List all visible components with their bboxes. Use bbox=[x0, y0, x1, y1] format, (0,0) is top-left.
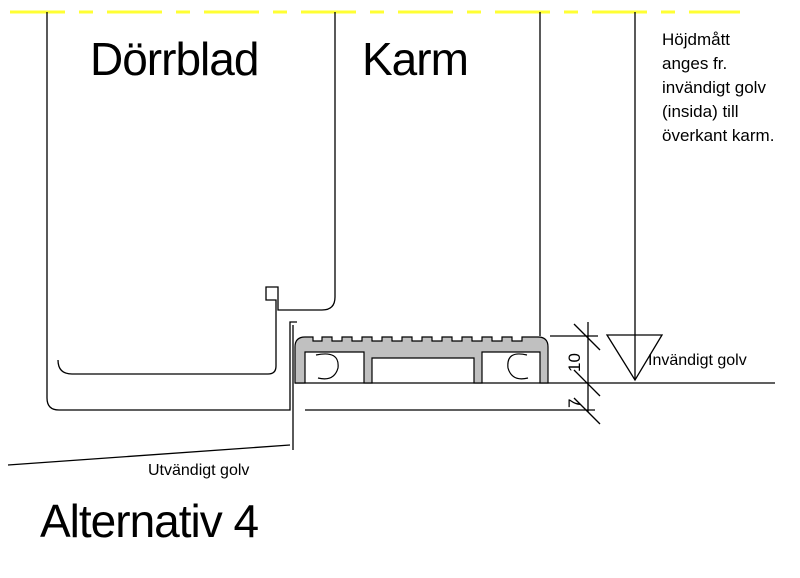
dim-10: 10 bbox=[565, 353, 584, 372]
door-leaf-label: Dörrblad bbox=[90, 33, 259, 85]
dimension-tick-top bbox=[573, 323, 601, 351]
threshold-profile bbox=[294, 336, 549, 384]
height-note-line: invändigt golv bbox=[662, 78, 766, 97]
left-hook bbox=[315, 353, 339, 380]
height-note-line: anges fr. bbox=[662, 54, 728, 73]
right-hook bbox=[507, 353, 529, 380]
height-note-line: Höjdmått bbox=[662, 30, 731, 49]
dimension-tick-middle bbox=[573, 369, 601, 397]
dimension-tick-bottom bbox=[573, 397, 601, 425]
outside-floor-label: Utvändigt golv bbox=[148, 462, 250, 479]
inside-floor-label: Invändigt golv bbox=[648, 352, 747, 369]
frame-label: Karm bbox=[362, 33, 469, 85]
door-leaf-inner bbox=[57, 12, 336, 375]
title: Alternativ 4 bbox=[40, 495, 259, 547]
door-leaf-outline bbox=[46, 12, 297, 411]
height-note-line: överkant karm. bbox=[662, 126, 775, 145]
dim-7: 7 bbox=[565, 399, 584, 408]
height-note: Höjdmått anges fr. invändigt golv (insid… bbox=[662, 28, 774, 148]
height-note-line: (insida) till bbox=[662, 102, 739, 121]
floor-level-triangle bbox=[605, 334, 664, 382]
outside-floor-line bbox=[7, 444, 291, 466]
